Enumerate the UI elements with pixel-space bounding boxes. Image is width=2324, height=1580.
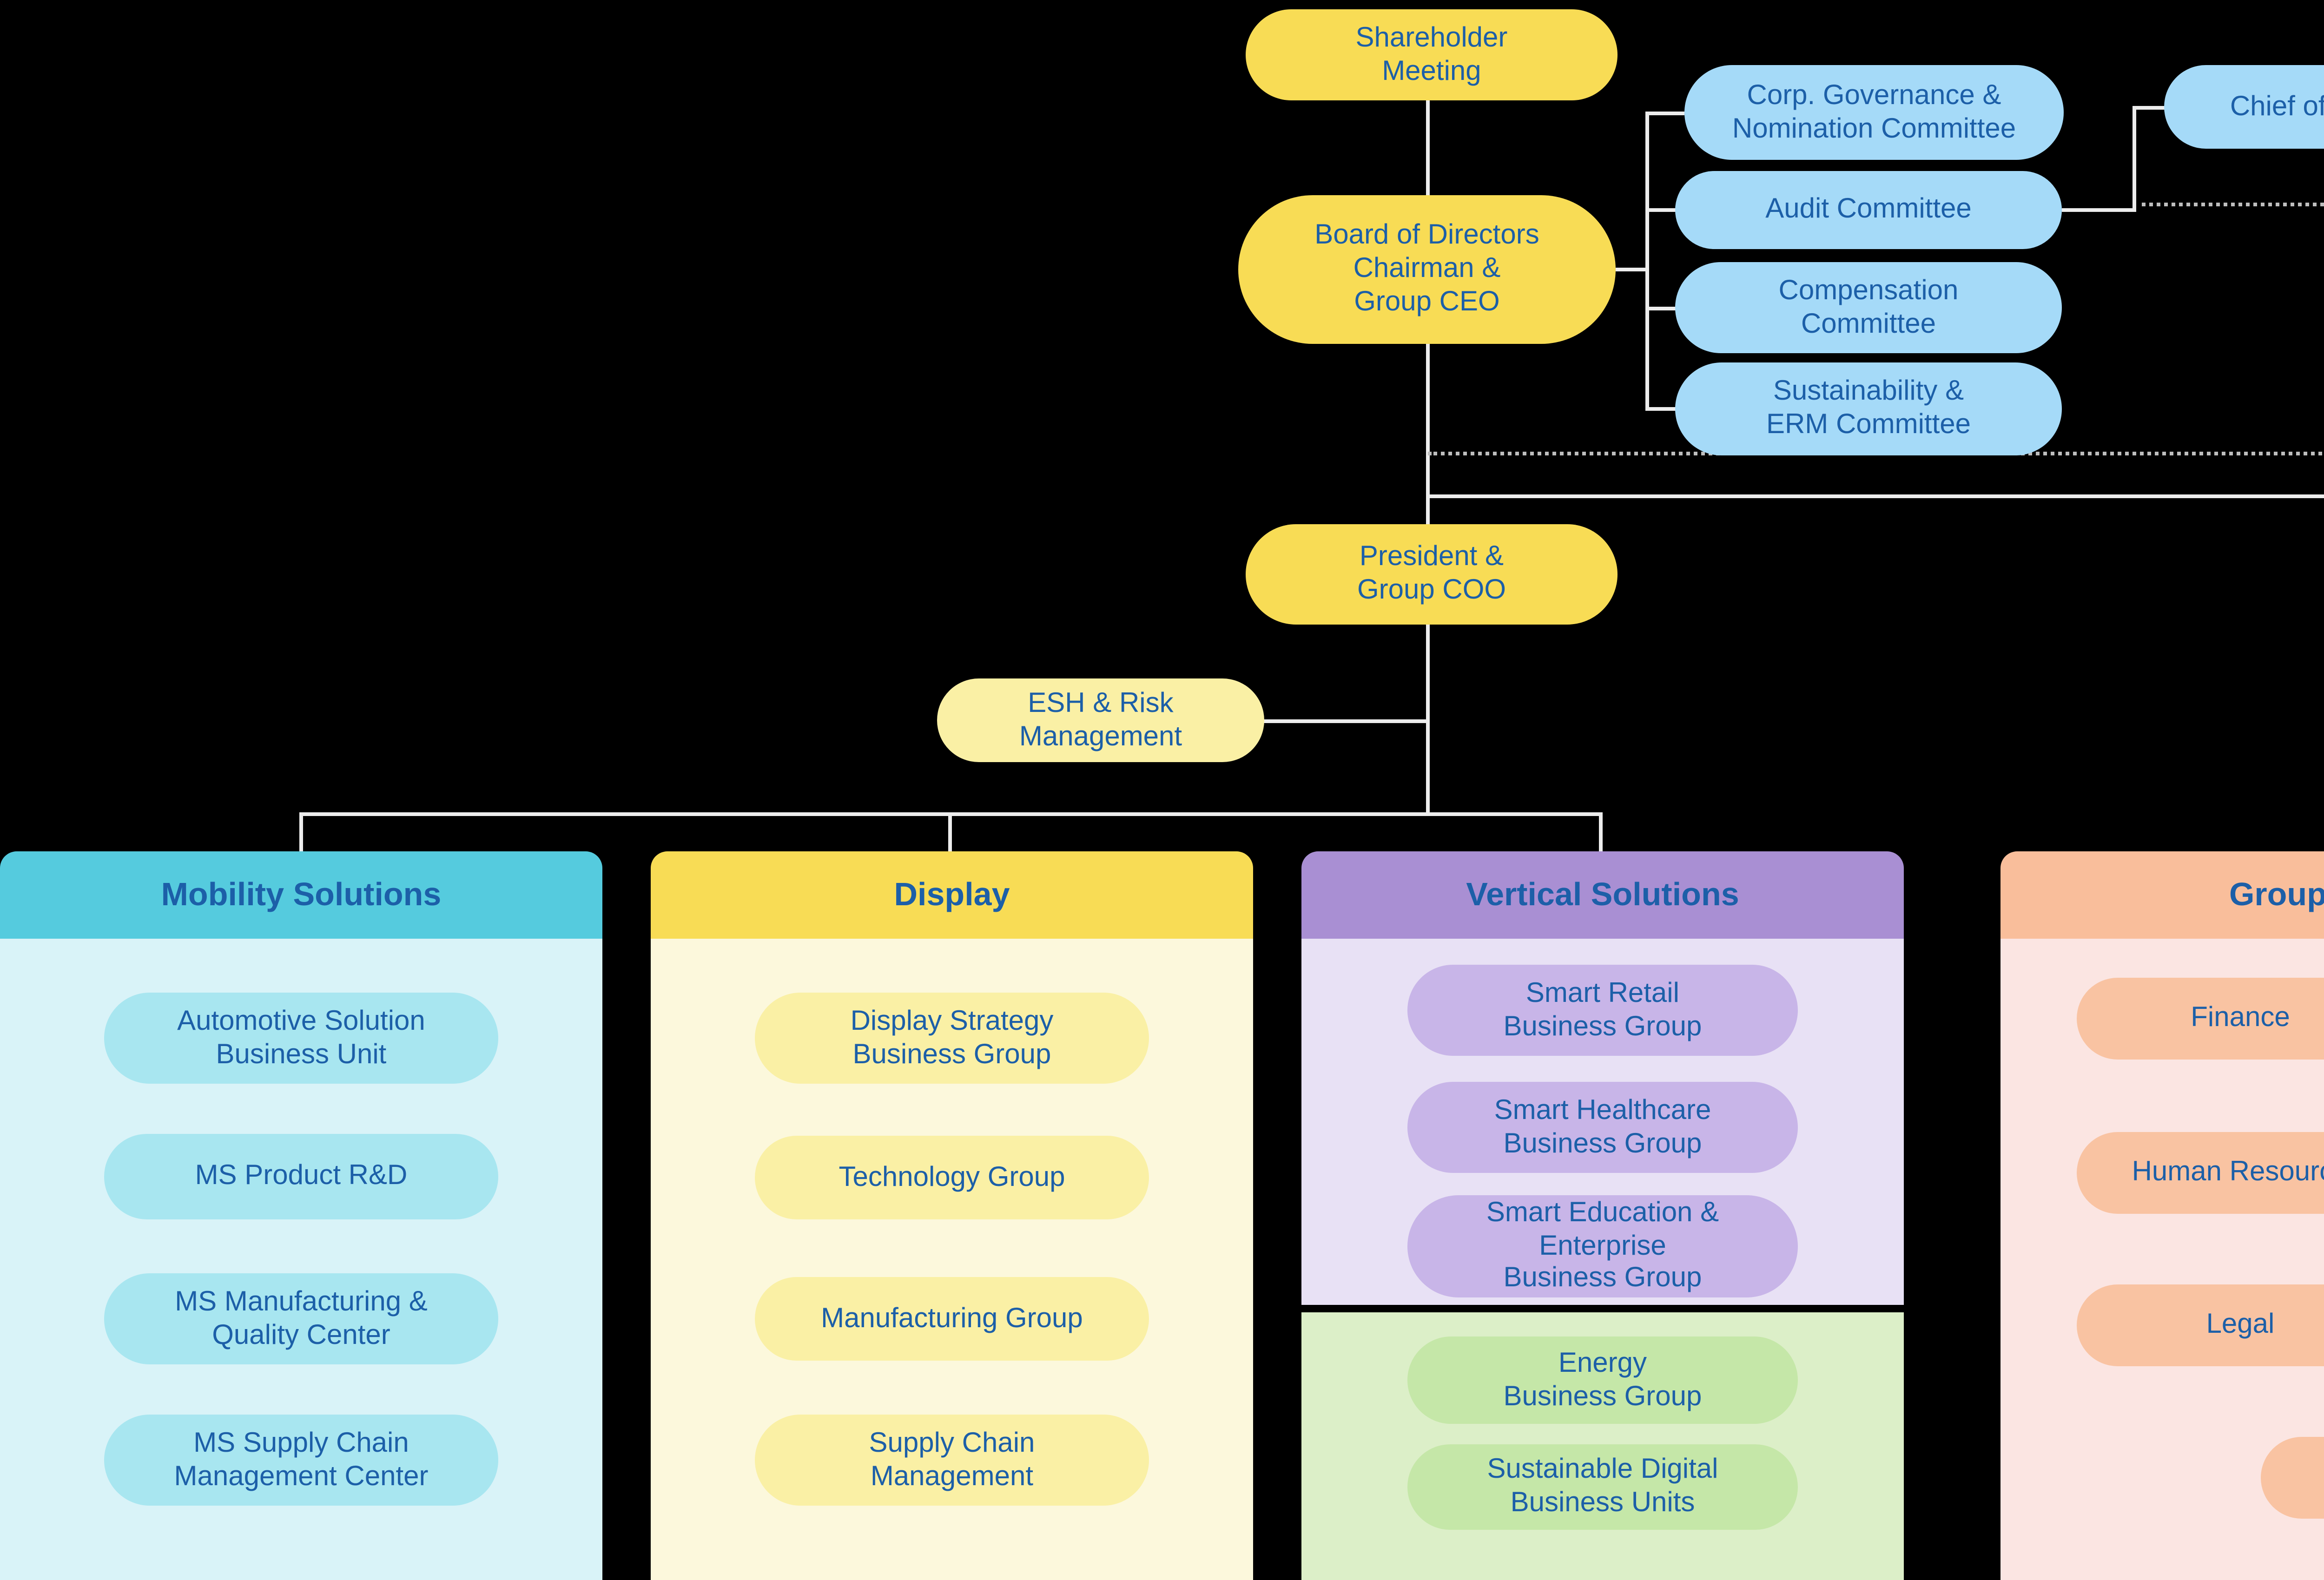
line-board-president [1426,344,1430,526]
shareholder-meeting-node: Shareholder Meeting [1246,9,1618,100]
mobility-item: MS Product R&D [104,1134,498,1219]
president-group-coo-node: President & Group COO [1246,524,1618,625]
vertical-green-item: Energy Business Group [1407,1336,1798,1424]
chief-of-compliance-node: Chief of Compliance [2164,65,2324,149]
line-shareholder-board [1426,97,1430,201]
line-committees-bracket [1645,112,1649,411]
vertical-green-item: Sustainable Digital Business Units [1407,1444,1798,1530]
line-audit-chief-h [2062,208,2136,212]
corp-governance-committee-node: Corp. Governance & Nomination Committee [1684,65,2064,160]
display-item: Manufacturing Group [755,1277,1149,1361]
dotted-audit-right [2142,203,2324,206]
group-infrastructure-header: Group Infrastructure Unit [2000,851,2324,939]
line-drop-display [948,812,952,851]
line-esh-stub [1262,719,1428,723]
mobility-item: Automotive Solution Business Unit [104,993,498,1084]
line-sustainability-stub [1645,407,1677,411]
esh-risk-management-node: ESH & Risk Management [937,678,1264,762]
line-compensation-stub [1645,307,1677,310]
line-audit-chief-v [2133,106,2136,212]
infrastructure-item: Legal [2077,1284,2324,1366]
infrastructure-item: Finance [2077,978,2324,1060]
line-chief-stub [2133,106,2166,110]
vertical-solutions-header: Vertical Solutions [1301,851,1904,939]
display-item: Display Strategy Business Group [755,993,1149,1084]
display-item: Technology Group [755,1136,1149,1219]
audit-committee-node: Audit Committee [1675,171,2062,249]
infrastructure-item: Human Resource [2077,1132,2324,1214]
display-item: Supply Chain Management [755,1415,1149,1506]
line-president-drop [1426,623,1430,816]
line-drop-mobility [299,812,303,851]
board-of-directors-node: Board of Directors Chairman & Group CEO [1238,195,1616,344]
mobility-item: MS Manufacturing & Quality Center [104,1273,498,1364]
compensation-committee-node: Compensation Committee [1675,262,2062,353]
infrastructure-item-auditing: Auditing [2261,1437,2324,1519]
line-board-committees-stub [1616,268,1649,271]
line-corp-governance-stub [1645,112,1684,115]
vertical-item: Smart Education & Enterprise Business Gr… [1407,1195,1798,1297]
line-drop-vertical [1599,812,1603,851]
line-giu-branch-h [1426,494,2324,498]
mobility-solutions-header: Mobility Solutions [0,851,602,939]
line-audit-stub [1645,208,1677,212]
sustainability-erm-committee-node: Sustainability & ERM Committee [1675,362,2062,455]
mobility-item: MS Supply Chain Management Center [104,1415,498,1506]
vertical-item: Smart Healthcare Business Group [1407,1082,1798,1173]
vertical-item: Smart Retail Business Group [1407,965,1798,1056]
display-header: Display [651,851,1253,939]
